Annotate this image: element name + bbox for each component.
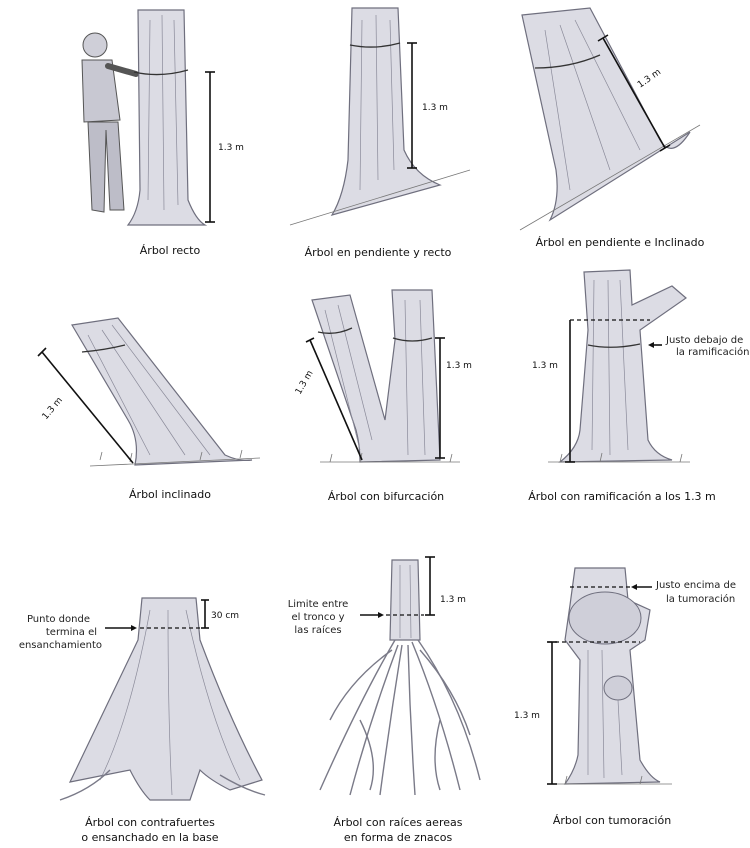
- person-measuring-figure: [82, 33, 136, 212]
- panel-slope-leaning-tree: 1.3 m Árbol en pendiente e Inclinado: [520, 8, 705, 249]
- panel-2-measure: 1.3 m: [422, 103, 448, 113]
- panel-slope-straight-tree: 1.3 m Árbol en pendiente y recto: [290, 8, 470, 259]
- panel-7-note-line-1: Punto donde: [27, 614, 90, 625]
- panel-buttress-tree: 30 cm Punto donde termina el ensanchamie…: [19, 598, 265, 844]
- panel-aerial-roots-tree: 1.3 m Limite entre el tronco y las raíce…: [288, 557, 480, 844]
- panel-leaning-tree: 1.3 m Árbol inclinado: [38, 318, 260, 501]
- panel-straight-tree: 1.3 m Árbol recto: [82, 10, 244, 257]
- panel-8-note-line-1: Limite entre: [288, 599, 349, 610]
- panel-9-caption: Árbol con tumoración: [553, 814, 671, 827]
- panel-6-note-line-2: la ramificación: [676, 346, 750, 358]
- panel-7-measure: 30 cm: [211, 611, 239, 621]
- panel-8-note-line-3: las raíces: [294, 624, 341, 636]
- panel-5-caption: Árbol con bifurcación: [328, 490, 444, 503]
- panel-8-caption-line-2: en forma de znacos: [344, 831, 453, 844]
- panel-1-caption: Árbol recto: [140, 244, 201, 257]
- panel-tumor-tree: Justo encima de la tumoración 1.3 m Árbo…: [514, 568, 736, 827]
- panel-9-measure: 1.3 m: [514, 711, 540, 721]
- panel-6-measure: 1.3 m: [532, 361, 558, 371]
- panel-9-note-line-1: Justo encima de: [655, 580, 736, 591]
- panel-5-measure-right: 1.3 m: [446, 361, 472, 371]
- panel-8-measure: 1.3 m: [440, 595, 466, 605]
- panel-1-measure: 1.3 m: [218, 143, 244, 153]
- panel-8-note-line-2: el tronco y: [291, 612, 344, 623]
- panel-4-caption: Árbol inclinado: [129, 488, 211, 501]
- panel-3-measure: 1.3 m: [636, 67, 663, 90]
- panel-6-caption: Árbol con ramificación a los 1.3 m: [528, 490, 716, 503]
- panel-7-caption-line-2: o ensanchado en la base: [81, 831, 218, 844]
- panel-5-measure-left: 1.3 m: [294, 369, 316, 396]
- panel-bifurcated-tree: 1.3 m 1.3 m Árbol con bifurcación: [294, 290, 472, 503]
- panel-4-measure: 1.3 m: [41, 396, 65, 422]
- panel-6-note-line-1: Justo debajo de: [665, 335, 743, 346]
- tree-trunk-drawing: [128, 10, 205, 225]
- panel-2-caption: Árbol en pendiente y recto: [305, 246, 452, 259]
- panel-7-note-line-2: termina el: [46, 627, 97, 638]
- panel-branching-tree: Justo debajo de la ramificación 1.3 m Ár…: [528, 270, 749, 503]
- panel-3-caption: Árbol en pendiente e Inclinado: [536, 236, 705, 249]
- panel-8-caption-line-1: Árbol con raíces aereas: [334, 816, 463, 829]
- panel-7-note-line-3: ensanchamiento: [19, 640, 102, 651]
- panel-9-note-line-2: la tumoración: [666, 593, 735, 605]
- panel-7-caption-line-1: Árbol con contrafuertes: [85, 816, 215, 829]
